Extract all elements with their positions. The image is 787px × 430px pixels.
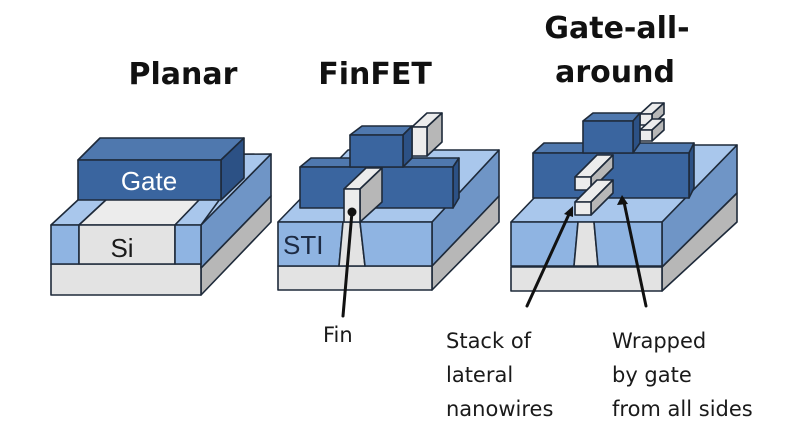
finfet-gate-upper-front	[349, 134, 404, 168]
gaa-device	[510, 102, 738, 308]
gaa-gate-lower-front	[532, 152, 690, 199]
finfet-gate-upper-top	[349, 125, 413, 136]
gaa-gate-upper-top	[582, 112, 641, 122]
gaa-title-line-2: around	[555, 55, 675, 90]
nanowires-callout-line-1: Stack of	[446, 329, 532, 353]
gaa-wire-front-lower-face	[574, 201, 592, 216]
wrapped-leader-line	[622, 200, 648, 308]
finfet-sti-front-right	[359, 221, 433, 267]
planar-sti-left-front	[50, 224, 80, 265]
gaa-wire-back-lower-front	[639, 129, 653, 142]
planar-gate-top	[77, 137, 245, 161]
finfet-sti-label: STI	[283, 230, 323, 260]
finfet-device: STI	[277, 112, 500, 318]
planar-gate-front	[77, 159, 222, 201]
gaa-substrate-front	[510, 266, 663, 292]
planar-sti-right-front	[174, 224, 202, 265]
gaa-gate-upper-front	[582, 120, 634, 154]
wrapped-callout-line-3: from all sides	[612, 397, 753, 421]
fin-callout-label: Fin	[323, 323, 353, 347]
finfet-substrate-front	[277, 265, 433, 291]
fin-leader-line	[341, 210, 354, 318]
planar-device: Gate Si	[50, 137, 272, 296]
nanowires-callout-line-2: lateral	[446, 363, 513, 387]
wrapped-callout-line-2: by gate	[612, 363, 692, 387]
finfet-fin-back-front	[411, 126, 428, 157]
nanowires-callout-line-3: nanowires	[446, 397, 553, 421]
planar-substrate-front	[50, 263, 202, 296]
wrapped-callout-line-1: Wrapped	[612, 329, 706, 353]
gaa-sti-front-right	[593, 221, 663, 267]
finfet-title: FinFET	[318, 57, 432, 92]
planar-gate-label: Gate	[121, 166, 177, 196]
gaa-sti-front-left	[510, 221, 579, 267]
finfet-gate-lower-side	[452, 157, 460, 209]
nanowires-leader-line	[525, 210, 572, 308]
wrapped-arrowhead	[617, 195, 628, 205]
planar-si-label: Si	[110, 233, 133, 263]
gaa-title-line-1: Gate-all-	[544, 11, 689, 46]
planar-title: Planar	[129, 57, 238, 92]
nanowires-arrowhead	[564, 206, 573, 217]
